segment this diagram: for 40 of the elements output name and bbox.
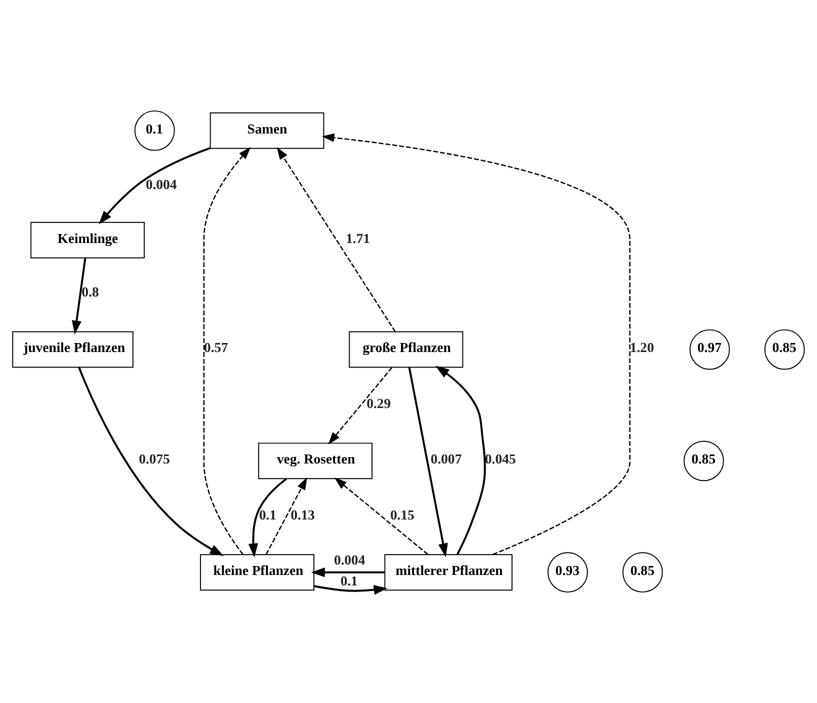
edge-label: 0.29 [366,396,391,411]
edge-label: 0.004 [334,552,366,568]
arrow [98,147,211,224]
arrow [78,367,224,556]
arrow [72,258,86,334]
node-box: juvenile Pflanzen [12,331,134,368]
node-circle: 0.1 [134,110,175,151]
edge-label: 1.20 [630,340,654,356]
node-circle: 0.93 [548,552,588,593]
arrow [334,478,428,555]
edge-label: 0.075 [138,452,170,467]
arrow [408,367,448,558]
node-box: kleine Pflanzen [200,554,314,591]
node-box: große Pflanzen [348,331,464,368]
arrow [322,133,630,556]
edge-label: 0.1 [259,507,276,522]
arrow [266,477,308,555]
node-circle: 0.85 [764,329,805,370]
edge-label: 0.007 [430,452,462,467]
arrow [435,366,486,556]
edge-label: 0.13 [290,507,315,522]
arrow [276,147,396,332]
edge-label: 0.8 [82,284,99,300]
edge-label: 0.004 [146,177,177,192]
node-box: veg. Rosetten [258,442,373,480]
node-circle: 0.97 [689,329,730,370]
node-circle: 0.85 [622,552,663,593]
node-box: Samen [210,112,324,149]
edge-label: 1.71 [346,230,370,246]
arrow [248,478,288,558]
edge-label: 0.15 [390,507,414,522]
arrow [311,568,385,578]
edge-label: 0.57 [204,340,228,356]
node-box: mittlerer Pflanzen [384,554,513,591]
node-circle: 0.85 [684,440,724,482]
arrow [314,585,388,595]
node-box: Keimlinge [30,222,145,258]
arrow [328,367,392,444]
arrow [203,147,251,555]
edge-label: 0.1 [340,573,358,588]
